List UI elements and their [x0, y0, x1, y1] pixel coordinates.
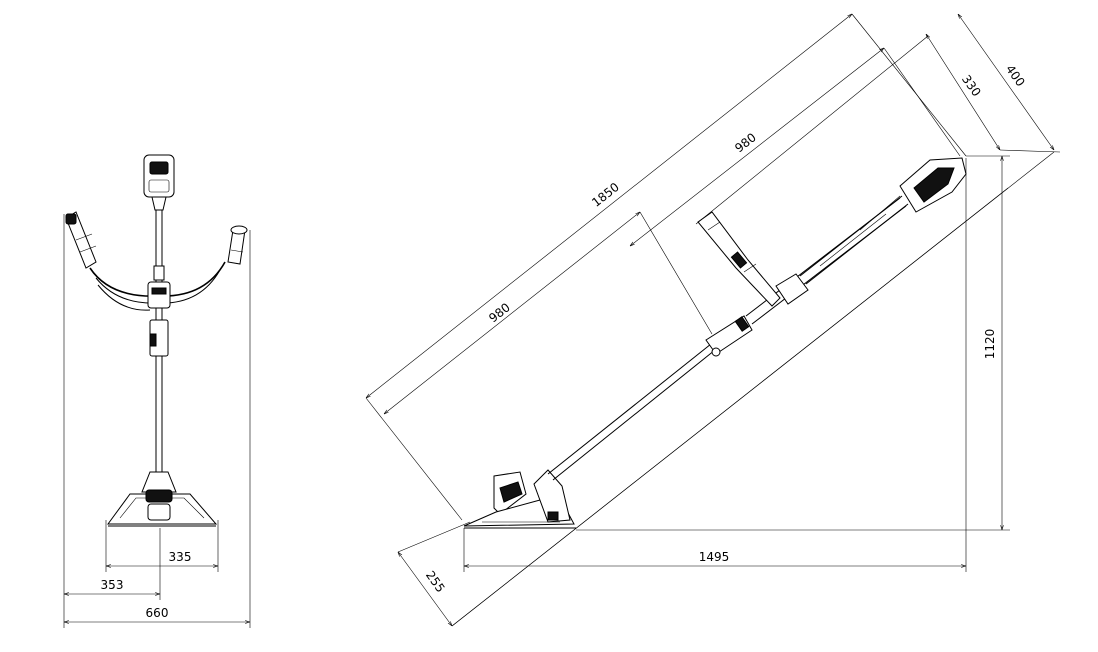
- dim-overall-length: 1850: [589, 180, 622, 210]
- dim-height: 1120: [983, 329, 997, 360]
- front-view-dimension-lines: [63, 214, 251, 628]
- side-view-dimension-lines: [366, 14, 1061, 626]
- side-view-trimmer-outline: [463, 157, 967, 529]
- front-view: 335 353 660: [63, 154, 251, 628]
- dim-horizontal-span: 1495: [699, 550, 730, 564]
- dim-head-width: 335: [169, 550, 192, 564]
- dim-motor-depth: 400: [1003, 62, 1028, 89]
- dim-offset-to-center: 353: [101, 578, 124, 592]
- dim-handle-width: 660: [146, 606, 169, 620]
- dim-upper-section: 980: [732, 130, 759, 155]
- side-view: 1850 980 980 330 400 255 1120 1495: [366, 14, 1061, 626]
- front-view-trimmer-outline: [65, 154, 248, 527]
- dim-motor-width: 330: [959, 72, 984, 99]
- dim-lower-section: 980: [486, 300, 513, 325]
